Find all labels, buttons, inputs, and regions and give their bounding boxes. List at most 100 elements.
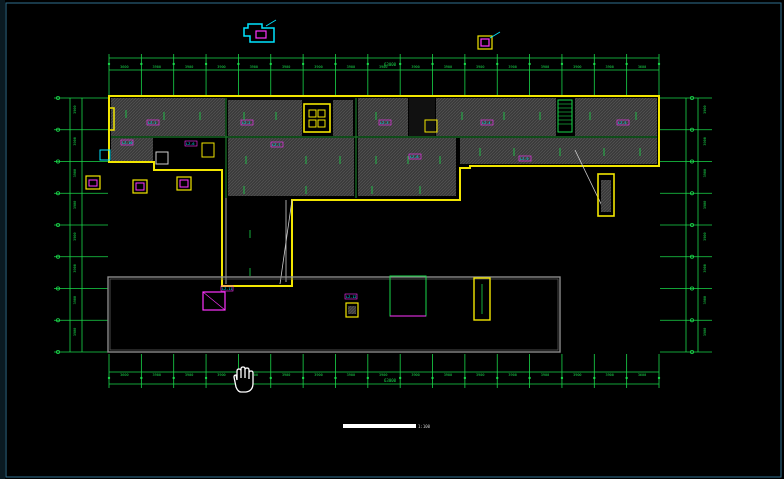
dimension-node — [593, 62, 596, 66]
dimension-node — [334, 62, 337, 66]
room-tag-box — [408, 153, 422, 160]
dimension-segment-label: 3900 — [476, 373, 484, 377]
axis-bubble — [690, 159, 695, 164]
dimension-segment-label: 3900 — [250, 65, 258, 69]
lower-floor-block[interactable] — [107, 275, 561, 353]
top-detail-fixture-1[interactable] — [243, 19, 277, 43]
dimension-segment-label: 3900 — [605, 373, 613, 377]
dimension-segment-label: 3900 — [73, 137, 77, 145]
top-detail-fixture-2[interactable] — [477, 31, 501, 50]
lower-room-fixture-4 — [473, 277, 491, 321]
dimension-node — [140, 376, 143, 380]
axis-bubble — [690, 127, 695, 132]
dimension-node — [625, 62, 628, 66]
dimension-node — [463, 62, 467, 66]
dimension-node — [366, 376, 370, 380]
bottom-dimension-chain: 63000 3600 3900 3900 3900 3900 3900 3900 3900 39… — [107, 354, 661, 388]
room-tag-label: LZ-7 — [272, 143, 280, 147]
room-tag-box — [184, 140, 198, 147]
dimension-node — [107, 62, 111, 66]
upper-floor-plan[interactable] — [108, 95, 660, 287]
dimension-segment-label: 3600 — [120, 373, 128, 377]
dimension-segment-label: 3900 — [73, 328, 77, 336]
axis-bubble — [56, 254, 61, 259]
room-tag-box — [120, 139, 134, 146]
dimension-node — [107, 376, 111, 380]
dimension-node — [560, 376, 564, 380]
dimension-segment-label: 3900 — [703, 201, 707, 209]
fixture-box-1 — [424, 119, 438, 133]
dimension-node — [560, 62, 564, 66]
dimension-node — [496, 62, 499, 66]
axis-bubble — [56, 222, 61, 227]
dimension-segment-label: 3900 — [703, 296, 707, 304]
room-tag-label: LZ-1 — [148, 121, 156, 125]
dimension-segment-label: 3900 — [703, 328, 707, 336]
dimension-node — [657, 62, 661, 66]
dimension-segment-label: 3900 — [282, 65, 290, 69]
room-tag-label: LZ-11 — [222, 287, 233, 291]
dimension-node — [593, 376, 596, 380]
room-upper-mid — [333, 100, 353, 136]
dimension-node — [528, 376, 531, 380]
dimension-segment-label: 3900 — [703, 137, 707, 145]
west-detail-fixtures[interactable] — [85, 149, 192, 194]
room-mid-east — [460, 138, 657, 164]
axis-bubble — [56, 191, 61, 196]
axis-bubble — [690, 318, 695, 323]
fixture-box-2 — [201, 142, 215, 158]
corridor-lines — [225, 149, 605, 285]
dimension-node — [204, 62, 208, 66]
bottom-dimension-total: 63000 — [384, 378, 397, 383]
dimension-segment-label: 3900 — [605, 65, 613, 69]
dimension-node — [431, 376, 434, 380]
dimension-segment-label: 3900 — [703, 105, 707, 113]
room-tag-label: LZ-12 — [346, 295, 357, 299]
axis-bubble — [56, 159, 61, 164]
dimension-segment-label: 3900 — [541, 65, 549, 69]
room-tag-box — [480, 119, 494, 126]
room-tag-box — [240, 119, 254, 126]
room-tag-label: LZ-10 — [122, 141, 133, 145]
axis-bubble — [690, 222, 695, 227]
dimension-segment-label: 3900 — [508, 373, 516, 377]
dimension-node — [528, 62, 531, 66]
dimension-segment-label: 3900 — [703, 264, 707, 272]
room-mid-center — [228, 138, 354, 196]
room-tag-label: LZ-9 — [520, 157, 528, 161]
room-upper-west-2 — [228, 100, 302, 136]
dimension-segment-label: 3900 — [573, 65, 581, 69]
dimension-node — [269, 62, 272, 66]
room-tag-label: LZ-2 — [242, 121, 250, 125]
axis-bubble — [56, 318, 61, 323]
dimension-segment-label: 3900 — [444, 373, 452, 377]
dimension-segment-label: 3900 — [217, 373, 225, 377]
room-tag-label: LZ-8 — [410, 155, 418, 159]
dimension-node — [398, 62, 402, 66]
scale-bar-label: 1:100 — [418, 424, 431, 429]
dimension-segment-label: 3900 — [282, 373, 290, 377]
room-upper-west — [111, 98, 225, 136]
dimension-node — [431, 62, 434, 66]
dimension-segment-label: 3900 — [153, 373, 161, 377]
elevator-core-icon — [303, 103, 331, 133]
dimension-segment-label: 3900 — [185, 65, 193, 69]
room-tag-label: LZ-3 — [380, 121, 388, 125]
dimension-segment-label: 3900 — [73, 264, 77, 272]
fixture-box-3 — [155, 151, 169, 165]
dimension-segment-label: 3900 — [476, 65, 484, 69]
axis-bubble — [56, 349, 61, 354]
viewport-left-edge — [0, 0, 5, 479]
axis-bubble — [56, 96, 61, 101]
dimension-segment-label: 3900 — [508, 65, 516, 69]
dimension-segment-label: 3900 — [185, 373, 193, 377]
east-annex-fixture[interactable] — [597, 173, 615, 217]
dimension-segment-label: 3900 — [73, 201, 77, 209]
axis-bubble — [690, 349, 695, 354]
dimension-node — [398, 376, 402, 380]
lower-room-fixture-1 — [202, 291, 226, 311]
